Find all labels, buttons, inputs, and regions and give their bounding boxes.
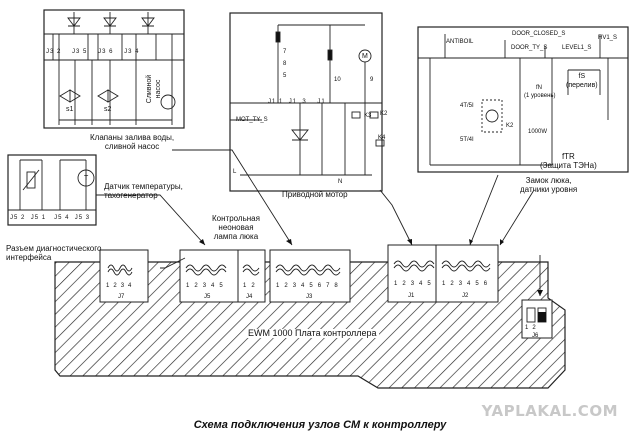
motor-num-10: 10	[334, 77, 341, 83]
motor-pins-row: J1 1 J1 3 J1	[268, 99, 326, 105]
lock-box	[417, 26, 629, 173]
j2-name: J2	[462, 293, 469, 299]
m-mark: M	[362, 53, 368, 60]
fs-label: fS (перелив)	[566, 73, 598, 89]
motor-num-9: 9	[370, 77, 374, 83]
j7-pins: 1234	[106, 283, 136, 289]
fn-label: fN	[536, 85, 542, 91]
motor-wiring	[230, 24, 385, 176]
caption: Схема подключения узлов СМ к контроллеру	[193, 419, 447, 431]
j4-name: J4	[246, 294, 253, 300]
l-mark: L	[233, 169, 237, 175]
watermark: YAPLAKAL.COM	[481, 402, 618, 420]
hv1-label: HV1_S	[598, 35, 618, 41]
door-ty-label: DOOR_TY_S	[511, 45, 548, 51]
motor-box	[229, 12, 383, 192]
level-note: (1 уровень)	[524, 93, 556, 99]
k4-label: K4	[378, 135, 386, 141]
antiboil-label: ANTIBOIL	[446, 39, 474, 45]
motor-nums: 7 8 5	[283, 49, 287, 79]
j6-pins: 12	[525, 325, 540, 331]
leader-lines	[96, 149, 541, 296]
mot-ty-s-label: MOT_TY_S	[236, 117, 268, 123]
valve-s1-label: s1	[66, 106, 74, 113]
s5t4-label: 5T/4I	[460, 137, 474, 143]
diag-label: Разъем диагностического интерфейса	[6, 244, 102, 262]
j6-name: J6	[532, 333, 539, 339]
drain-pump-label: Сливной насос	[146, 74, 163, 104]
valve-pins-row: J3 2 J3 5 J3 6 J3 4	[46, 49, 140, 55]
lock-label: Замок люка, датчики уровня	[520, 176, 578, 194]
valves-box	[43, 9, 185, 129]
board-label: EWM 1000 Плата контроллера	[246, 328, 379, 338]
j3-name: J3	[306, 294, 313, 300]
j5-name: J5	[204, 294, 211, 300]
temp-box	[7, 154, 97, 226]
temp-pins-row: J5 2 J5 1 J5 4 J5 3	[10, 215, 91, 221]
door-closed-label: DOOR_CLOSED_S	[512, 31, 566, 37]
valve-s2-label: s2	[104, 106, 112, 113]
s4t5-label: 4T/5I	[460, 103, 474, 109]
connector-blocks	[99, 244, 553, 339]
j7-name: J7	[118, 294, 125, 300]
temp-label: Датчик температуры, тахогенератор	[104, 182, 183, 200]
j4-pins: 12	[243, 283, 260, 289]
ftr-label: fTR (Защита ТЭНа)	[540, 152, 597, 170]
j1-pins: 12345	[394, 281, 436, 287]
j1-name: J1	[408, 293, 415, 299]
motor-label: Приводной мотор	[282, 190, 348, 199]
level1-label: LEVEL1_S	[562, 45, 592, 51]
valves-label: Клапаны залива воды, сливной насос	[90, 133, 175, 151]
r1000w-label: 1000W	[528, 129, 548, 135]
lamp-label: Контрольная неоновая лампа люка	[212, 214, 260, 241]
valves-wiring	[44, 12, 184, 125]
n-mark: N	[338, 179, 343, 185]
k2-lock-label: K2	[506, 123, 514, 129]
k3-label: K3	[364, 113, 372, 119]
j5-pins: 12345	[186, 283, 228, 289]
j3-pins: 12345678	[276, 283, 343, 289]
j2-pins: 123456	[442, 281, 493, 287]
temp-wiring	[8, 159, 96, 211]
lock-wiring	[418, 34, 628, 166]
k2-motor-label: K2	[380, 111, 388, 117]
t-mark: T	[84, 175, 89, 182]
